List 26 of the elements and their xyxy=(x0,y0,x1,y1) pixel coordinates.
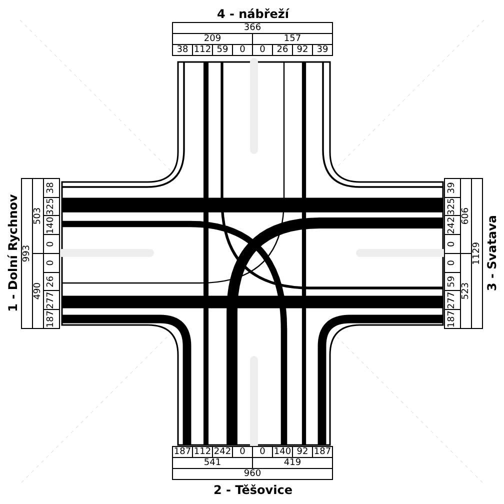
volume-cell: 59 xyxy=(212,44,233,56)
volume-cell: 366 xyxy=(172,22,333,34)
volume-cell: 960 xyxy=(172,468,333,480)
volume-cell: 38 xyxy=(43,178,60,198)
volume-cell: 140 xyxy=(43,216,60,236)
volume-cell: 187 xyxy=(43,309,60,329)
volume-cell: 26 xyxy=(272,44,293,56)
volume-cell: 0 xyxy=(252,44,273,56)
volume-cell: 187 xyxy=(312,446,333,458)
volume-cell: 993 xyxy=(21,178,33,329)
volume-cell: 38 xyxy=(172,44,193,56)
arm-name: 2 - Těšovice xyxy=(212,482,294,499)
volume-cell: 325 xyxy=(43,196,60,216)
volume-cell: 0 xyxy=(43,253,60,273)
volume-cell: 277 xyxy=(43,290,60,310)
volume-cell: 0 xyxy=(43,234,60,254)
volume-cell: 39 xyxy=(444,178,461,198)
arm-name: 3 - Svatava xyxy=(484,214,500,294)
arm-name: 1 - Dolní Rychnov xyxy=(5,193,21,314)
volume-cell: 1129 xyxy=(471,178,483,329)
volume-cell: 92 xyxy=(292,44,313,56)
volume-cell: 39 xyxy=(312,44,333,56)
volume-cell: 112 xyxy=(192,44,213,56)
arm-name: 4 - nábřeží xyxy=(216,6,290,23)
volume-cell: 26 xyxy=(43,272,60,292)
volume-cell: 0 xyxy=(232,44,253,56)
